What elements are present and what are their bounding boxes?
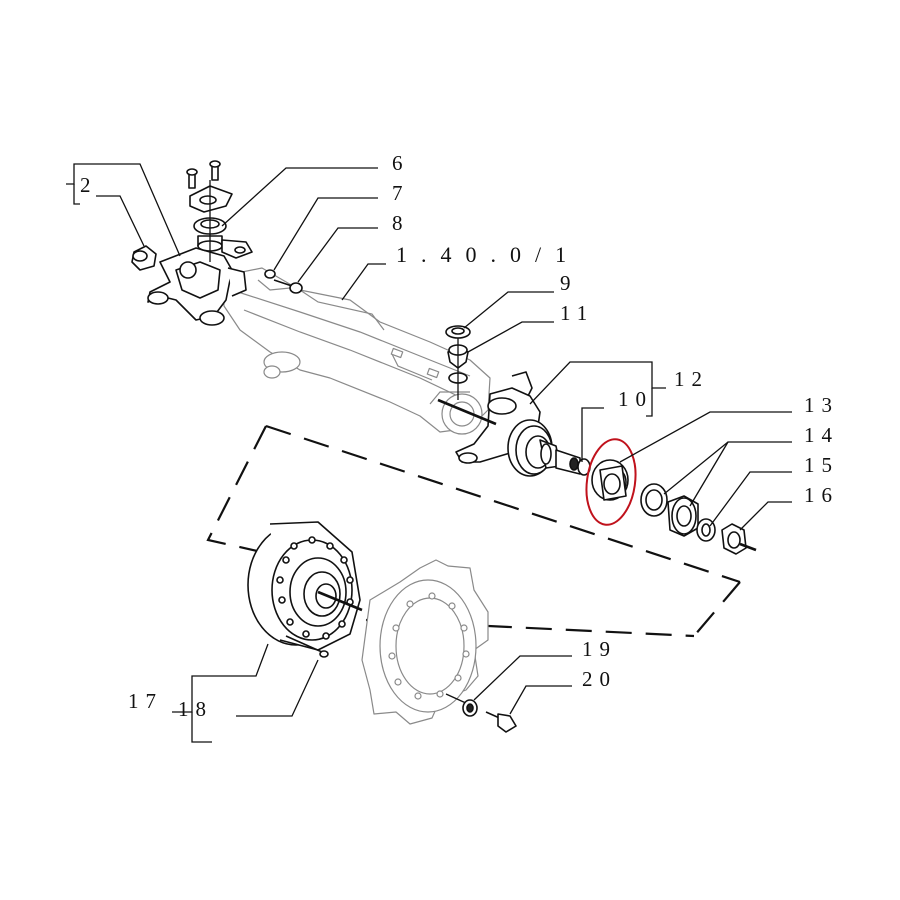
wheel-disc[interactable]	[361, 559, 489, 725]
left-steering-knuckle[interactable]	[147, 247, 247, 326]
callout-18: 18	[178, 697, 213, 721]
hub-stud-holes	[276, 536, 354, 640]
callout-12: 12	[674, 367, 709, 391]
seal-part-9[interactable]	[445, 325, 471, 339]
stub-shaft-part-10[interactable]	[555, 449, 591, 476]
reference-label: 1.40.0/1	[396, 242, 580, 267]
wheel-stud-part-18[interactable]	[285, 635, 329, 658]
wheel-bolt-holes	[388, 592, 470, 700]
bolt-part-8[interactable]	[273, 279, 303, 294]
callout-11: 11	[560, 301, 594, 325]
bolt-part-7[interactable]	[264, 269, 276, 279]
callout-labels: 2 6 7 8 1.40.0/1 9 10 11 12 13 14 15 16 …	[80, 151, 839, 721]
bearing-race-part-13[interactable]	[591, 459, 629, 501]
callout-2: 2	[80, 173, 98, 197]
callout-19: 19	[582, 637, 617, 661]
callout-8: 8	[392, 211, 410, 235]
callout-9: 9	[560, 271, 578, 295]
highlight-ring	[585, 438, 637, 526]
wheel-hub-part-17[interactable]	[247, 521, 363, 651]
nut-part-16[interactable]	[721, 523, 757, 555]
callout-15: 15	[804, 453, 839, 477]
callout-10: 10	[618, 387, 653, 411]
callout-7: 7	[392, 181, 410, 205]
bushing-part-2[interactable]	[131, 245, 157, 271]
callout-14: 14	[804, 423, 839, 447]
callout-20: 20	[582, 667, 617, 691]
callout-6: 6	[392, 151, 410, 175]
washer-part-19[interactable]	[462, 699, 478, 717]
callout-13: 13	[804, 393, 839, 417]
leader-lines	[66, 163, 792, 743]
axle-housing[interactable]	[221, 267, 491, 435]
bushing-part-11[interactable]	[447, 338, 469, 400]
bolt-part-20[interactable]	[485, 711, 517, 733]
callout-17: 17	[128, 689, 163, 713]
callout-16: 16	[804, 483, 839, 507]
bearing-part-14[interactable]	[640, 483, 699, 537]
king-pin-assembly[interactable]	[186, 160, 253, 262]
